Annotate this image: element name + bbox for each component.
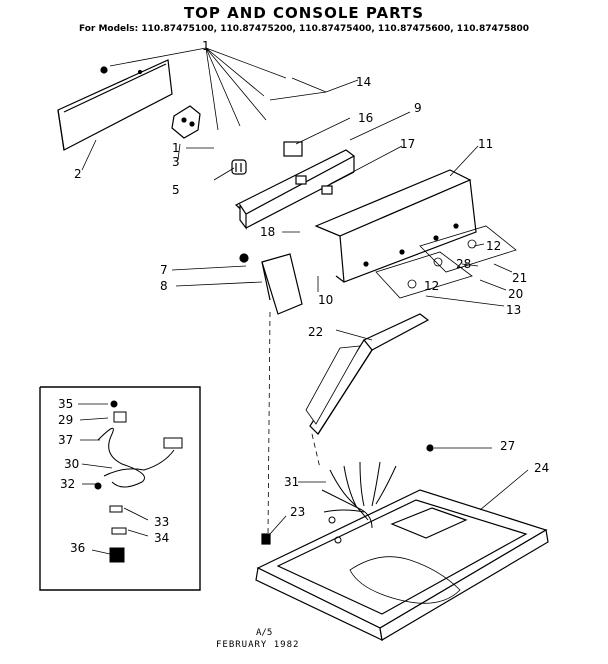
part-clip	[261, 533, 271, 545]
callout-20: 20	[508, 287, 523, 301]
callout-1: 1	[202, 39, 210, 53]
callout-30: 30	[64, 457, 79, 471]
callout-13: 13	[506, 303, 521, 317]
callout-12b: 12	[424, 279, 439, 293]
callout-24: 24	[534, 461, 549, 475]
part-rear-panel	[57, 59, 173, 151]
callout-29: 29	[58, 413, 73, 427]
part-power-cord	[94, 400, 183, 563]
callout-27: 27	[500, 439, 515, 453]
callout-23: 23	[290, 505, 305, 519]
callout-14: 14	[356, 75, 371, 89]
callout-37: 37	[58, 433, 73, 447]
diagram-title: TOP AND CONSOLE PARTS	[183, 4, 425, 22]
callout-2: 2	[74, 167, 82, 181]
revision-date: FEBRUARY 1982	[216, 640, 300, 650]
part-knob	[231, 159, 247, 175]
part-bracket	[234, 141, 356, 230]
callout-1b: 1	[172, 141, 180, 155]
inset-box	[39, 386, 201, 591]
callout-35: 35	[58, 397, 73, 411]
part-control-plates	[375, 225, 517, 299]
callout-34: 34	[154, 531, 169, 545]
callout-33: 33	[154, 515, 169, 529]
callout-labels: 1 1 2 3 5 7 8 9 10 11 12 12 13 14 16 17 …	[58, 39, 549, 555]
callout-5: 5	[172, 183, 180, 197]
model-numbers: For Models: 110.87475100, 110.87475200, …	[78, 24, 530, 34]
callout-17: 17	[400, 137, 415, 151]
leader-lines	[78, 47, 529, 555]
callout-21: 21	[512, 271, 527, 285]
callout-36: 36	[70, 541, 85, 555]
callout-18: 18	[260, 225, 275, 239]
callout-22: 22	[308, 325, 323, 339]
part-top-cabinet	[255, 489, 549, 642]
callout-31: 31	[284, 475, 299, 489]
callout-3: 3	[172, 155, 180, 169]
callout-10: 10	[318, 293, 333, 307]
part-console	[314, 169, 477, 283]
callout-28: 28	[456, 257, 471, 271]
part-switch	[171, 105, 201, 139]
callout-8: 8	[160, 279, 168, 293]
callout-11: 11	[478, 137, 493, 151]
part-end-bracket	[261, 253, 303, 315]
callout-7: 7	[160, 263, 168, 277]
part-wire-harness	[321, 461, 397, 544]
revision-code: A/5	[256, 628, 273, 638]
callout-12a: 12	[486, 239, 501, 253]
part-screw-27	[426, 444, 434, 452]
callout-16: 16	[358, 111, 373, 125]
callout-9: 9	[414, 101, 422, 115]
callout-32: 32	[60, 477, 75, 491]
part-nut	[239, 253, 249, 263]
part-lint-duct	[305, 313, 430, 435]
